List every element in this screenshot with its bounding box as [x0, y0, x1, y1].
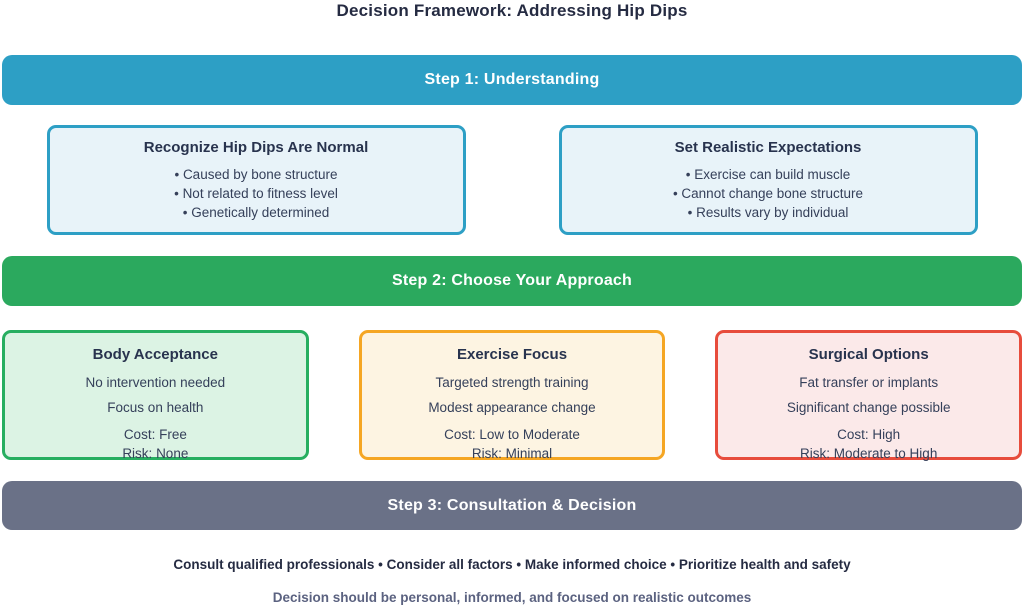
expectations-bullet-2: Cannot change bone structure	[562, 184, 975, 203]
recognize-bullet-1: Caused by bone structure	[50, 165, 463, 184]
body-acceptance-line-1: No intervention needed	[85, 375, 226, 390]
exercise-focus-title: Exercise Focus	[456, 346, 568, 363]
expectations-bullet-1: Exercise can build muscle	[562, 165, 975, 184]
exercise-focus-line-2: Modest appearance change	[428, 400, 596, 415]
recognize-bullet-2: Not related to fitness level	[50, 184, 463, 203]
surgical-options-title: Surgical Options	[808, 346, 929, 363]
body-acceptance-cost: Cost: Free	[123, 427, 187, 442]
page-title: Decision Framework: Addressing Hip Dips	[336, 1, 688, 20]
realistic-expectations-box: Set Realistic Expectations Exercise can …	[558, 125, 978, 235]
exercise-focus-box: Exercise Focus Targeted strength trainin…	[358, 330, 666, 461]
exercise-focus-cost: Cost: Low to Moderate	[444, 427, 580, 442]
body-acceptance-title: Body Acceptance	[92, 346, 218, 363]
footer-guidance-line: Consult qualified professionals • Consid…	[173, 557, 851, 572]
surgical-options-line-1: Fat transfer or implants	[799, 375, 939, 390]
surgical-options-cost: Cost: High	[837, 427, 901, 442]
body-acceptance-box: Body Acceptance No intervention needed F…	[2, 330, 309, 461]
recognize-hip-dips-box: Recognize Hip Dips Are Normal Caused by …	[46, 125, 466, 235]
step2-banner-label: Step 2: Choose Your Approach	[392, 272, 632, 289]
exercise-focus-line-1: Targeted strength training	[435, 375, 589, 390]
step1-banner: Step 1: Understanding	[2, 55, 1022, 105]
approaches-row: Body Acceptance No intervention needed F…	[2, 330, 1023, 461]
body-acceptance-risk: Risk: None	[122, 446, 189, 461]
body-acceptance-line-2: Focus on health	[107, 400, 204, 415]
understanding-row: Recognize Hip Dips Are Normal Caused by …	[0, 125, 1024, 235]
step2-banner: Step 2: Choose Your Approach	[2, 256, 1022, 306]
expectations-bullet-3: Results vary by individual	[562, 203, 975, 222]
surgical-options-risk: Risk: Moderate to High	[800, 446, 938, 461]
step1-banner-label: Step 1: Understanding	[424, 71, 600, 88]
recognize-bullet-3: Genetically determined	[50, 203, 463, 222]
step3-banner: Step 3: Consultation & Decision	[2, 481, 1022, 530]
surgical-options-box: Surgical Options Fat transfer or implant…	[715, 330, 1023, 461]
recognize-box-title: Recognize Hip Dips Are Normal	[143, 139, 369, 156]
footer-note-line: Decision should be personal, informed, a…	[272, 590, 752, 605]
exercise-focus-risk: Risk: Minimal	[471, 446, 553, 461]
expectations-box-title: Set Realistic Expectations	[674, 139, 862, 156]
surgical-options-line-2: Significant change possible	[786, 400, 951, 415]
step3-banner-label: Step 3: Consultation & Decision	[387, 496, 637, 514]
